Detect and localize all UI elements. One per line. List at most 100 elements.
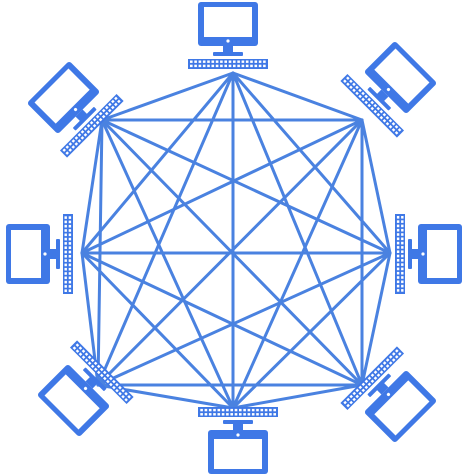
keyboard-key <box>114 96 118 101</box>
keyboard-key <box>213 408 216 412</box>
keyboard-key <box>358 88 362 93</box>
keyboard-key <box>87 355 92 360</box>
keyboard-key <box>190 64 193 68</box>
computer-icon <box>188 2 268 69</box>
keyboard-key <box>202 60 206 63</box>
keyboard-key <box>392 352 396 356</box>
keyboard-key <box>81 349 86 353</box>
computer-icon <box>27 61 124 158</box>
stand-neck <box>376 382 389 395</box>
keyboard-key <box>64 289 67 292</box>
keyboard-key <box>204 413 208 416</box>
keyboard-key <box>352 391 357 396</box>
keyboard-key <box>211 60 215 63</box>
keyboard-key <box>358 391 363 396</box>
keyboard-key <box>343 79 347 83</box>
keyboard-key <box>64 233 67 237</box>
keyboard-key <box>264 408 268 412</box>
keyboard-key <box>221 408 225 412</box>
stand-neck <box>75 109 88 122</box>
link-top-to-bottom-right <box>231 71 364 387</box>
monitor-screen <box>374 48 430 104</box>
keyboard-key <box>382 118 387 123</box>
computer-icon <box>395 214 462 294</box>
keyboard <box>188 59 268 69</box>
keyboard-key <box>396 267 400 271</box>
keyboard-key <box>385 115 390 120</box>
keyboard-key <box>108 102 112 107</box>
keyboard-key <box>391 128 396 132</box>
keyboard-key <box>84 352 89 357</box>
keyboard-key <box>396 289 400 292</box>
link-top-to-top-right <box>231 71 364 122</box>
keyboard-key <box>396 224 400 228</box>
keyboard-key <box>220 64 223 68</box>
keyboard-key <box>81 355 86 359</box>
keyboard-key <box>401 254 404 258</box>
keyboard-key <box>355 388 360 393</box>
keyboard-key <box>396 276 400 279</box>
keyboard-key <box>382 112 387 117</box>
keyboard-key <box>258 64 262 68</box>
keyboard-key <box>382 367 387 371</box>
link-bottom-right-to-top-left <box>100 118 364 387</box>
power-indicator <box>73 107 78 112</box>
keyboard-key <box>71 145 76 149</box>
keyboard-key <box>239 408 242 412</box>
keyboard-key <box>68 216 72 219</box>
keyboard-key <box>71 139 76 143</box>
keyboard-key <box>228 60 232 63</box>
keyboard-key <box>245 60 249 63</box>
keyboard-key <box>207 60 210 63</box>
stand-base <box>223 420 253 424</box>
keyboard-key <box>68 259 72 262</box>
keyboard-key <box>398 352 402 356</box>
keyboard-key <box>190 60 193 63</box>
keyboard-key <box>211 64 215 68</box>
keyboard-key <box>96 364 101 369</box>
keyboard-key <box>83 127 88 131</box>
keyboard-key <box>200 408 203 412</box>
keyboard <box>59 93 124 158</box>
keyboard-key <box>396 237 400 241</box>
keyboard-key <box>349 79 353 84</box>
keyboard-key <box>233 60 236 63</box>
keyboard-key <box>401 220 404 223</box>
keyboard-key <box>64 229 67 232</box>
monitor-screen <box>204 7 252 37</box>
keyboard-key <box>84 358 89 363</box>
link-left-to-top-left <box>80 118 104 255</box>
keyboard-key <box>401 246 404 249</box>
keyboard-key <box>401 280 404 284</box>
keyboard-key <box>208 413 212 416</box>
keyboard-key <box>74 136 79 140</box>
keyboard-key <box>234 408 238 412</box>
keyboard-key <box>77 139 82 143</box>
keyboard-key <box>74 142 79 146</box>
keyboard-key <box>115 388 119 393</box>
link-bottom-right-to-bottom <box>231 383 364 410</box>
keyboard-key <box>64 267 67 271</box>
keyboard-key <box>68 267 72 271</box>
keyboard-key <box>89 127 94 131</box>
keyboard-key <box>250 60 253 63</box>
keyboard-key <box>118 385 122 390</box>
keyboard-key <box>367 376 372 381</box>
keyboard-key <box>78 352 83 356</box>
keyboard-key <box>346 76 350 80</box>
link-top-right-to-bottom <box>231 118 364 410</box>
keyboard-key <box>396 259 400 262</box>
stand-base <box>367 373 391 397</box>
keyboard-key <box>250 64 253 68</box>
keyboard-key <box>215 60 219 63</box>
keyboard-key <box>394 125 399 129</box>
keyboard-key <box>343 400 347 405</box>
keyboard-key <box>349 394 353 399</box>
keyboard-key <box>106 379 110 384</box>
keyboard-key <box>397 128 402 132</box>
link-bottom-right-to-left <box>80 251 364 387</box>
keyboard-key <box>273 413 276 416</box>
power-indicator <box>421 252 425 256</box>
keyboard-key <box>233 64 236 68</box>
